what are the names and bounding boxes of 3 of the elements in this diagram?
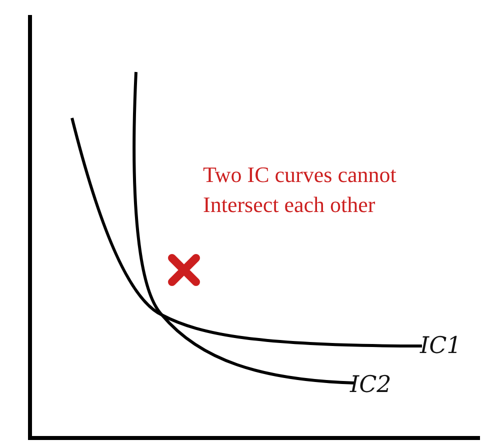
curve-label: IC1 [420, 333, 462, 359]
note-text: Two IC curves cannot Intersect each other [203, 161, 398, 219]
curve-label: IC2 [350, 372, 392, 398]
